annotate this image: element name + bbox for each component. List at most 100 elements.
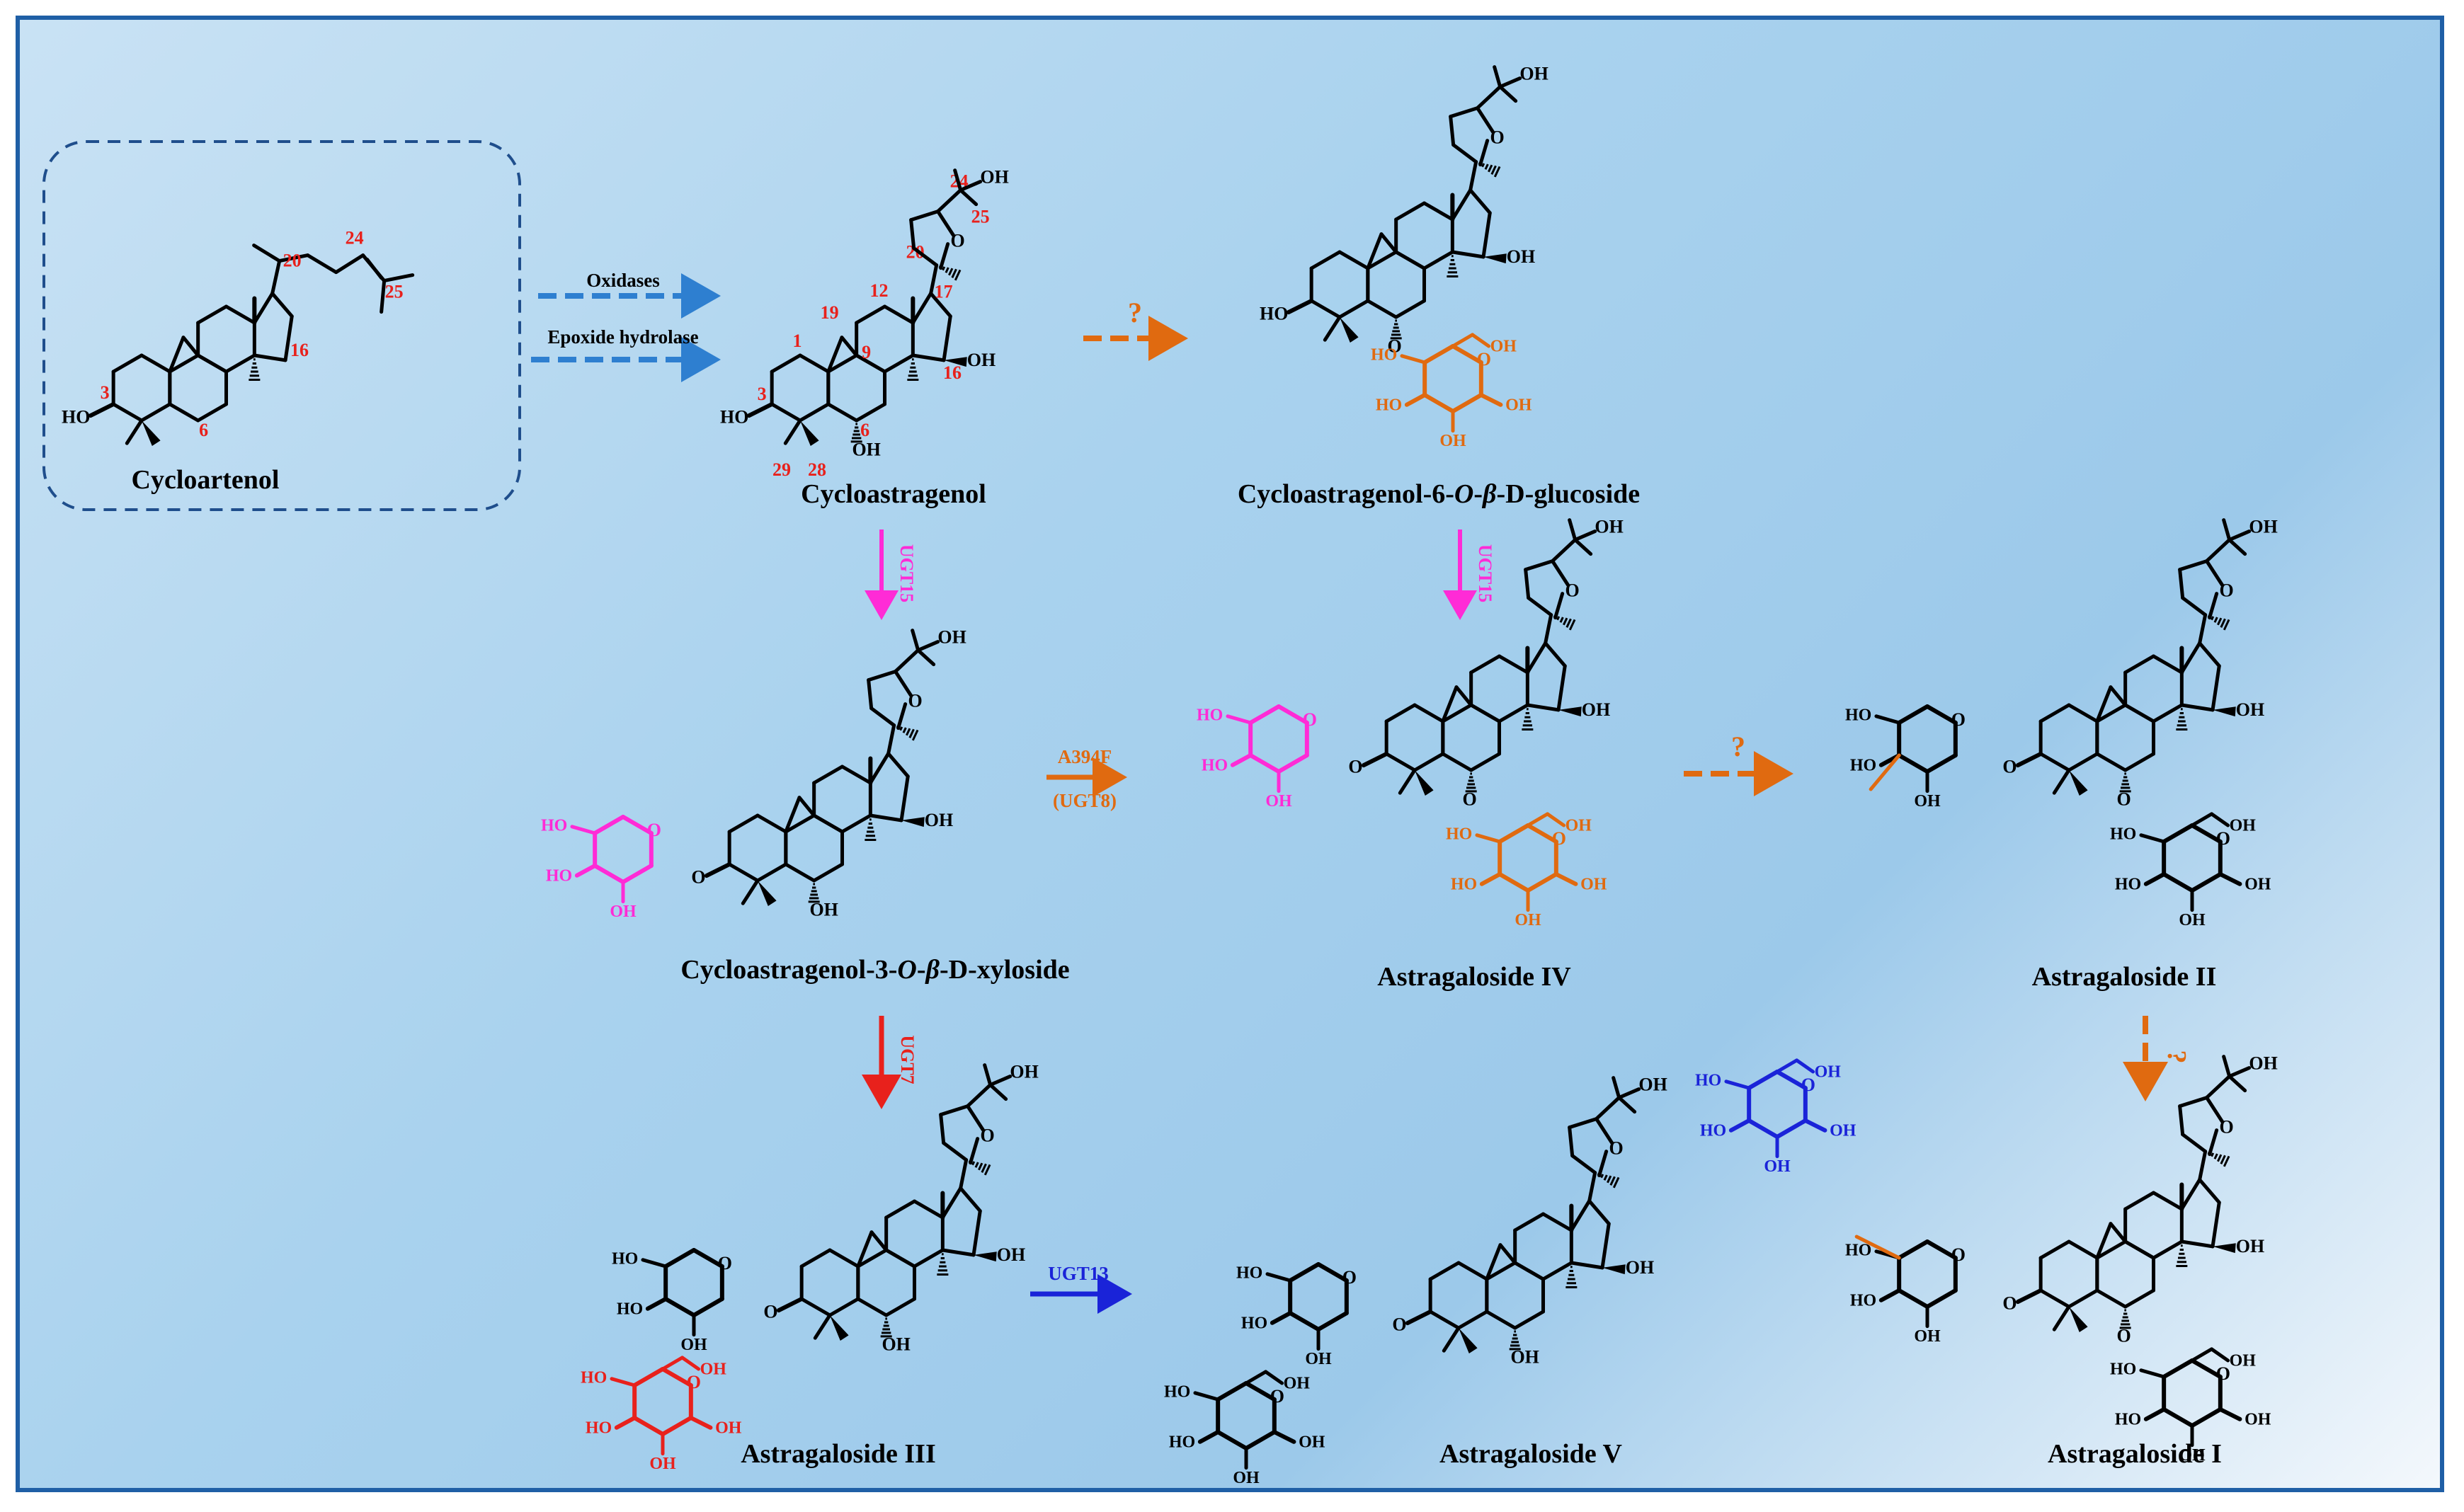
hydroxyl-label: OH — [1914, 792, 1941, 811]
hydroxyl-label: HO — [1241, 1315, 1267, 1333]
hydroxyl-label: OH — [1439, 432, 1466, 450]
carbon-number: 3 — [101, 382, 110, 403]
ring-oxygen-label: O — [1477, 349, 1491, 370]
hydroxyl-label: OH — [715, 1419, 742, 1438]
hydroxyl-label: OH — [1265, 792, 1292, 811]
xylose-3-ring: O HO HO OH — [612, 1248, 732, 1354]
oxidases-label: Oxidases — [586, 270, 660, 291]
hydroxyl-label: OH — [1507, 246, 1535, 267]
hydroxyl-label: OH — [1515, 911, 1541, 929]
hydroxyl-label: HO — [1451, 876, 1477, 894]
ugt15-label-left: UGT15 — [896, 544, 917, 602]
ring-oxygen-label: O — [1303, 709, 1317, 730]
hydroxyl-label: OH — [1010, 1062, 1038, 1082]
ring-oxygen-label: O — [2220, 580, 2234, 601]
tetrahydrofuran-sidechain: OOH — [939, 1062, 1039, 1191]
hydroxyl-label: HO — [2115, 876, 2141, 894]
hydroxyl-label: HO — [1695, 1071, 1721, 1089]
hydroxyl-label: OH — [2249, 1053, 2277, 1074]
carbon-number: 1 — [793, 331, 802, 351]
ether-oxygen-label: O — [763, 1302, 777, 1322]
carbon-number: 29 — [772, 459, 791, 480]
hydroxyl-label: OH — [1582, 699, 1610, 720]
ring-oxygen-label: O — [2216, 828, 2230, 849]
a394f-label: A394F — [1058, 746, 1112, 767]
c6-substituent-label: OH — [809, 900, 838, 920]
hydroxyl-label: HO — [1845, 706, 1871, 724]
ring-oxygen-label: O — [1552, 828, 1566, 849]
unknown-label-1: ? — [1128, 297, 1142, 328]
cag6glc-name: Cycloastragenol-6-O-β-D-glucoside — [1238, 479, 1640, 509]
tetrahydrofuran-sidechain: O OH — [2178, 1053, 2278, 1182]
c6-substituent-label: OH — [1510, 1347, 1539, 1368]
c6-substituent-label: O — [2117, 1326, 2131, 1346]
hydroxyl-label: OH — [2245, 876, 2271, 894]
hydroxyl-label: OH — [610, 903, 637, 921]
hydroxyl-label: HO — [2110, 825, 2136, 843]
astragaloside-iii-name: Astragaloside III — [741, 1439, 936, 1469]
hydroxyl-label: OH — [2179, 1446, 2206, 1465]
hydroxyl-label: OH — [1638, 1075, 1667, 1095]
tetrahydrofuran-sidechain: OOH — [1524, 517, 1624, 646]
hydroxyl-label: OH — [1914, 1327, 1941, 1346]
ugt8-label: (UGT8) — [1053, 790, 1117, 811]
hydroxyl-label: OH — [2245, 1411, 2271, 1429]
hydroxyl-label: HO — [546, 867, 572, 886]
cycloastragenol-name: Cycloastragenol — [801, 479, 986, 509]
c6-substituent-label: O — [2117, 789, 2131, 810]
ring-oxygen-label: O — [2220, 1117, 2234, 1138]
hydroxyl-label: OH — [680, 1336, 707, 1354]
ether-oxygen-label: O — [2002, 757, 2017, 777]
ether-oxygen-label: O — [1348, 757, 1362, 777]
hydroxyl-label: OH — [937, 627, 966, 648]
carbon-number: 24 — [346, 228, 364, 248]
hydroxyl-label: HO — [1164, 1382, 1190, 1401]
glucose-6-ring: O HO HO OH OH OH — [2110, 812, 2271, 929]
hydroxyl-label: OH — [1505, 396, 1532, 415]
hydroxyl-label: HO — [586, 1419, 612, 1438]
ring-oxygen-label: O — [1951, 709, 1966, 730]
ether-oxygen-label: O — [2002, 1293, 2017, 1314]
hydroxyl-label: OH — [2249, 517, 2277, 537]
hydroxyl-label: OH — [1815, 1063, 1842, 1082]
hydroxyl-label: HO — [617, 1300, 643, 1319]
carbon-number: 28 — [808, 459, 826, 480]
hydroxyl-label: OH — [925, 810, 953, 830]
hydroxyl-label: OH — [1519, 64, 1548, 84]
hydroxyl-label: HO — [1236, 1264, 1262, 1282]
tetrahydrofuran-sidechain: O OH — [1449, 64, 1548, 193]
ring-oxygen-label: O — [718, 1253, 732, 1273]
hydroxyl-label: OH — [2179, 911, 2206, 929]
hydroxyl-label: HO — [1371, 345, 1397, 364]
hydroxyl-label: HO — [612, 1249, 638, 1268]
hydroxyl-label: OH — [1233, 1469, 1260, 1487]
hydroxyl-label: HO — [1845, 1241, 1871, 1259]
unknown-label-2: ? — [1731, 731, 1745, 762]
astragaloside-iv-name: Astragaloside IV — [1377, 962, 1571, 992]
hydroxyl-label: HO — [1700, 1122, 1726, 1140]
carbon-number: 3 — [758, 384, 767, 404]
c6-substituent-label: O — [1388, 336, 1402, 357]
ring-oxygen-label: O — [1342, 1267, 1357, 1288]
hydroxyl-label: OH — [2230, 1352, 2257, 1370]
ring-oxygen-label: O — [1801, 1075, 1815, 1095]
hydroxyl-label: HO — [1376, 396, 1402, 415]
carbon-number: 25 — [971, 207, 990, 227]
hydroxyl-label: OH — [2230, 817, 2257, 835]
ring-oxygen-label: O — [1490, 127, 1505, 148]
hydroxyl-label: HO — [62, 407, 90, 428]
astragaloside-ii-name: Astragaloside II — [2032, 962, 2217, 992]
ring-oxygen-label: O — [1565, 580, 1580, 601]
astragaloside-v-name: Astragaloside V — [1439, 1439, 1622, 1469]
hydroxyl-label: OH — [1764, 1157, 1791, 1176]
cag3xyl-name: Cycloastragenol-3-O-β-D-xyloside — [680, 955, 1069, 985]
